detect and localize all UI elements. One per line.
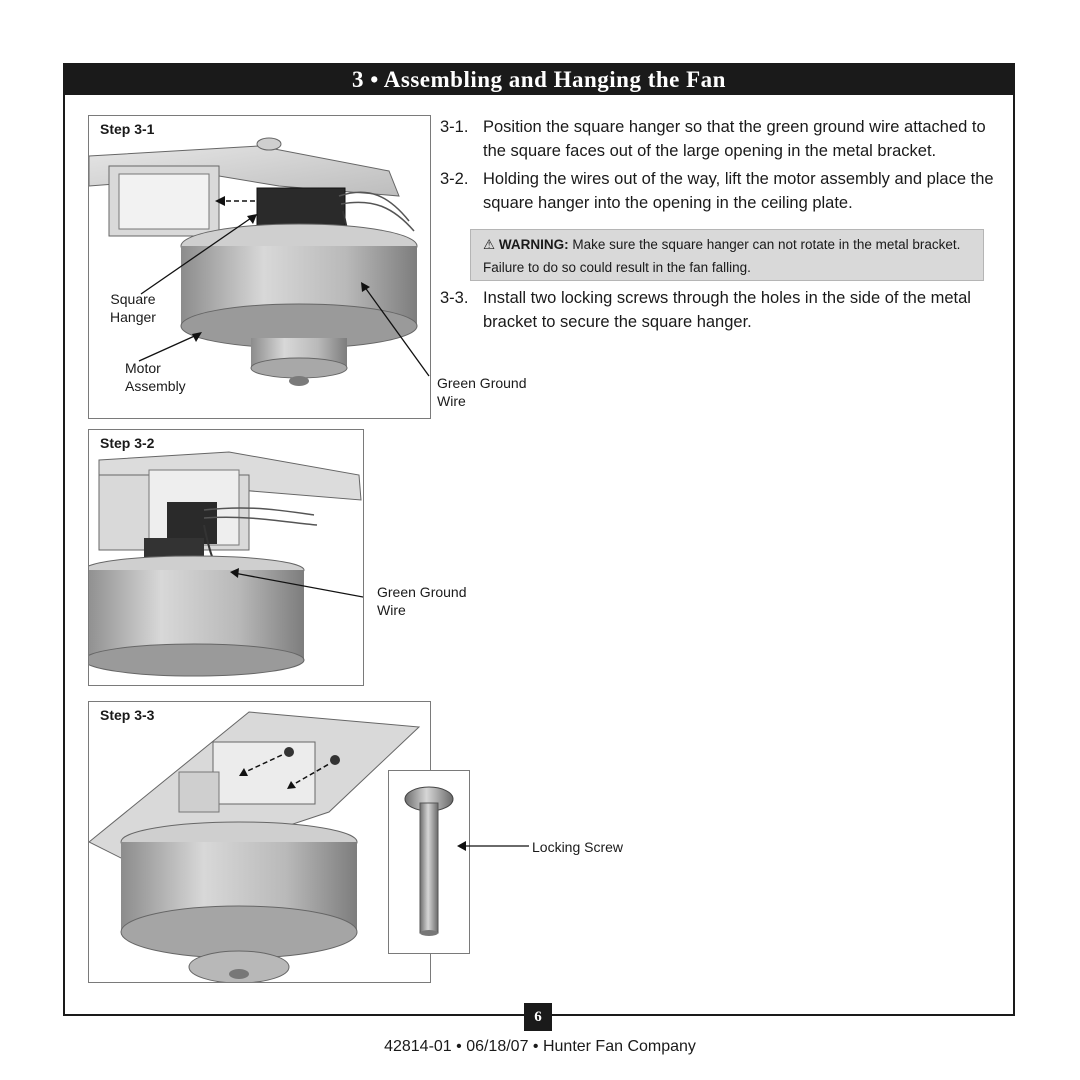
instruction-3-1: 3-1. Position the square hanger so that … bbox=[440, 115, 1010, 163]
section-title: 3 • Assembling and Hanging the Fan bbox=[63, 63, 1015, 95]
instruction-text: Position the square hanger so that the g… bbox=[483, 118, 986, 160]
instruction-number: 3-1. bbox=[440, 118, 469, 136]
footer-doc-line: 42814-01 • 06/18/07 • Hunter Fan Company bbox=[384, 1038, 696, 1055]
instruction-3-3: 3-3. Install two locking screws through … bbox=[440, 286, 1010, 334]
step-3-3-illustration bbox=[89, 711, 421, 982]
locking-screw-leader bbox=[457, 841, 529, 851]
locking-screw-inset bbox=[388, 770, 470, 954]
page-number: 6 bbox=[524, 1003, 552, 1031]
figure-step-3-2: Step 3-2 bbox=[88, 429, 364, 686]
square-hanger-callout: Square Hanger bbox=[110, 291, 156, 325]
warning-box: ⚠ WARNING: Make sure the square hanger c… bbox=[470, 229, 984, 281]
locking-screw-callout: Locking Screw bbox=[532, 839, 624, 855]
step-3-2-label: Step 3-2 bbox=[100, 435, 155, 451]
instruction-number: 3-3. bbox=[440, 289, 469, 307]
figure-step-3-3: Step 3-3 bbox=[88, 701, 431, 983]
step-3-2-illustration bbox=[89, 451, 363, 677]
warning-triangle-icon: ⚠ bbox=[483, 237, 496, 252]
figure-step-3-1: Step 3-1 Square Hanger Motor Assembly bbox=[88, 115, 431, 419]
step-3-1-label: Step 3-1 bbox=[100, 121, 155, 137]
step-3-1-illustration bbox=[89, 137, 430, 386]
locking-screw-illustration bbox=[404, 786, 454, 936]
instruction-3-2: 3-2. Holding the wires out of the way, l… bbox=[440, 167, 1010, 215]
instruction-text: Holding the wires out of the way, lift t… bbox=[483, 170, 994, 212]
warning-text: Make sure the square hanger can not rota… bbox=[483, 237, 961, 275]
step-3-2-green-wire-callout: Green Ground Wire bbox=[377, 584, 467, 618]
step-3-3-label: Step 3-3 bbox=[100, 707, 155, 723]
instruction-number: 3-2. bbox=[440, 170, 469, 188]
warning-label: WARNING: bbox=[498, 237, 569, 252]
instruction-text: Install two locking screws through the h… bbox=[483, 289, 971, 331]
motor-assembly-callout: Motor Assembly bbox=[125, 360, 186, 394]
step-3-1-green-wire-callout: Green Ground Wire bbox=[437, 375, 527, 409]
